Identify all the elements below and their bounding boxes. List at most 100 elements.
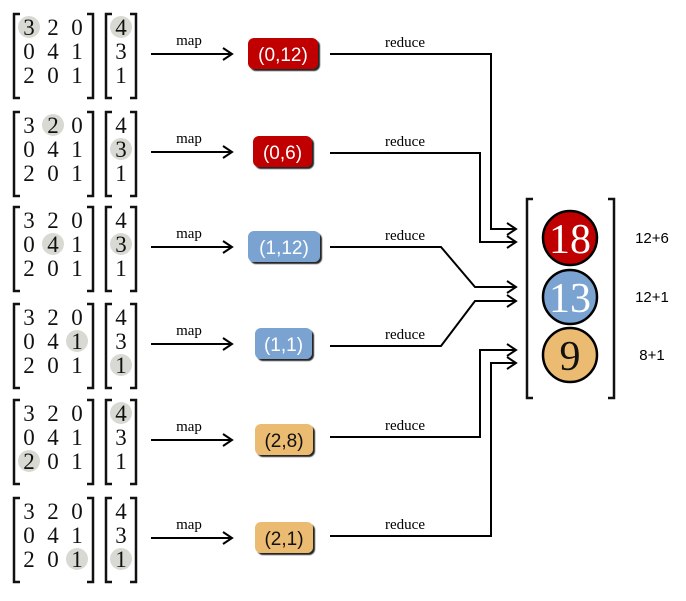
matrix-cell: 3 [23, 499, 35, 524]
matrix-cell: 4 [47, 137, 59, 162]
result-sum-label: 8+1 [639, 347, 664, 364]
key-value-pair-label: (0,6) [263, 143, 302, 164]
matrix-cell: 0 [23, 39, 35, 64]
matrix-cell: 2 [23, 353, 35, 378]
vector-cell: 3 [115, 232, 127, 257]
key-value-pair-label: (2,1) [264, 529, 303, 550]
matrix-cell: 0 [47, 449, 59, 474]
matrix-cell: 0 [47, 256, 59, 281]
matrix-cell: 2 [23, 547, 35, 572]
reduce-connector: reduce [330, 134, 518, 249]
matrix-cell: 4 [47, 232, 59, 257]
result-circle [541, 209, 599, 267]
matrix-right-bracket [87, 496, 95, 584]
vector-cell: 1 [115, 63, 127, 88]
matrix-cell: 0 [47, 161, 59, 186]
vector-cell: 3 [115, 425, 127, 450]
vector-left-bracket [104, 110, 112, 198]
matrix-cell: 0 [71, 113, 83, 138]
map-arrowhead-icon [222, 145, 234, 159]
map-arrowhead-icon [222, 47, 234, 61]
matrix-cell: 1 [71, 329, 83, 354]
matrix-highlight [42, 114, 64, 136]
matrix-left-bracket [12, 205, 20, 293]
vector-right-bracket [130, 302, 138, 390]
result-right-bracket [608, 197, 616, 400]
reduce-label: reduce [385, 134, 425, 150]
matrix-cell: 1 [71, 256, 83, 281]
matrix-left-bracket [12, 110, 20, 198]
vector-right-bracket [130, 398, 138, 486]
matrix-left-bracket [12, 12, 20, 100]
reduce-line [330, 300, 515, 347]
matrix-cell: 0 [23, 232, 35, 257]
vector-right-bracket [130, 110, 138, 198]
reduce-label: reduce [385, 517, 425, 533]
matrix-cell: 3 [23, 113, 35, 138]
matrix-right-bracket [87, 398, 95, 486]
matrix-cell: 2 [23, 161, 35, 186]
matrix-cell: 2 [47, 499, 59, 524]
vector-highlight [110, 402, 132, 424]
matrix-left-bracket [12, 398, 20, 486]
vector-cell: 3 [115, 39, 127, 64]
vector-cell: 4 [115, 401, 127, 426]
matrix-highlight [42, 233, 64, 255]
matrix-cell: 1 [71, 63, 83, 88]
vector-cell: 4 [115, 305, 127, 330]
matrix-cell: 1 [71, 523, 83, 548]
vector-cell: 4 [115, 499, 127, 524]
matrix-cell: 1 [71, 137, 83, 162]
matrix-cell: 0 [47, 547, 59, 572]
matrix-cell: 0 [23, 137, 35, 162]
matrix-cell: 1 [71, 425, 83, 450]
key-value-pair-box [255, 328, 312, 359]
reduce-connector: reduce [330, 294, 518, 347]
vector-cell: 1 [115, 547, 127, 572]
reduce-connector: reduce [330, 343, 518, 438]
map-arrowhead-icon [222, 531, 234, 545]
vector-cell: 3 [115, 523, 127, 548]
result-value: 13 [549, 276, 591, 322]
matrix-cell: 1 [71, 39, 83, 64]
matrix-cell: 0 [71, 499, 83, 524]
matrix-cell: 1 [71, 547, 83, 572]
reduce-arrowhead-icon [506, 235, 518, 249]
matrix-cell: 1 [71, 449, 83, 474]
matrix-cell: 3 [23, 208, 35, 233]
matrix-cell: 4 [47, 523, 59, 548]
vector-cell: 4 [115, 15, 127, 40]
result-value: 9 [560, 334, 581, 380]
vector-highlight [110, 16, 132, 38]
matrix-cell: 4 [47, 329, 59, 354]
map-arrowhead-icon [222, 337, 234, 351]
map-arrowhead-icon [222, 433, 234, 447]
map-label: map [176, 226, 202, 242]
reduce-line [330, 246, 515, 288]
key-value-pair-box [248, 38, 318, 69]
result-left-bracket [525, 197, 533, 400]
matrix-cell: 1 [71, 232, 83, 257]
matrix-highlight [18, 16, 40, 38]
matrix-cell: 0 [23, 425, 35, 450]
matrix-cell: 3 [23, 401, 35, 426]
reduce-arrowhead-icon [506, 356, 518, 370]
map-label: map [176, 33, 202, 49]
matrix-cell: 2 [23, 256, 35, 281]
vector-left-bracket [104, 302, 112, 390]
reduce-line [330, 53, 515, 230]
reduce-label: reduce [385, 327, 425, 343]
matrix-cell: 1 [71, 353, 83, 378]
reduce-arrowhead-icon [506, 280, 518, 294]
map-label: map [176, 517, 202, 533]
matrix-cell: 2 [47, 305, 59, 330]
vector-highlight [110, 548, 132, 570]
